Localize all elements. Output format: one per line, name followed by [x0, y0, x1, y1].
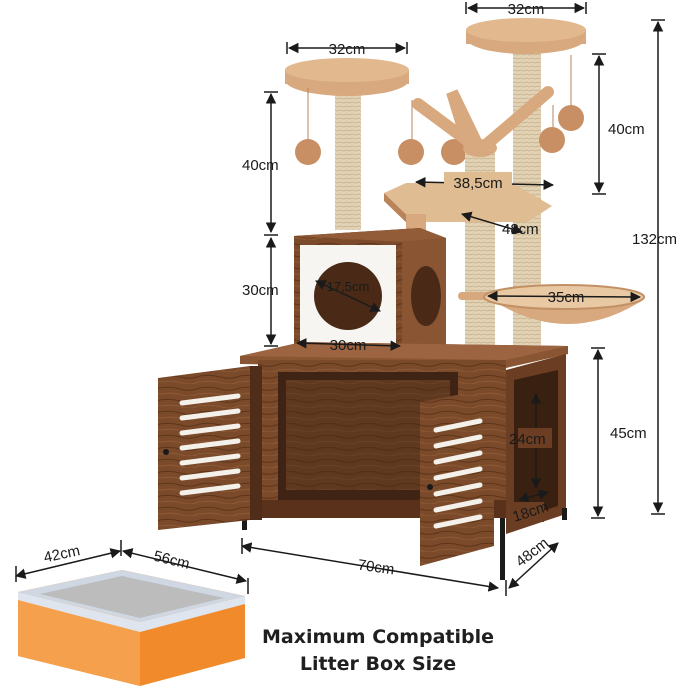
condo-side-hole [411, 266, 441, 326]
dim-litter-length: 56cm [152, 548, 192, 573]
pom-pom-toy [558, 105, 584, 131]
right-door-louvers [433, 418, 483, 529]
dim-cabinet-width: 70cm [357, 557, 396, 579]
dim-side-opening-height: 24cm [509, 431, 546, 448]
cabinet-leg [242, 512, 247, 530]
door-knob [163, 449, 169, 455]
dim-left-post-height: 40cm [242, 157, 279, 174]
dim-bed-depth: 48cm [502, 221, 539, 238]
cabinet-right-door [420, 388, 494, 566]
left-post [335, 88, 361, 230]
dim-bed-width: 38,5cm [453, 175, 502, 192]
caption-line-1: Maximum Compatible [261, 626, 495, 648]
dim-cabinet-height: 45cm [610, 425, 647, 442]
caption-line-2: Litter Box Size [299, 653, 457, 675]
dimension-ticks [15, 2, 665, 596]
pom-pom-toy [398, 139, 424, 165]
dimension-lines [14, 2, 664, 592]
pom-pom-toy [539, 127, 565, 153]
cabinet-left-door [158, 366, 250, 530]
pom-pom-toy [441, 139, 467, 165]
litter-box-caption: Maximum Compatible Litter Box Size [228, 624, 528, 678]
dim-condo-hole: 17,5cm [327, 279, 370, 294]
pom-pom-toy [295, 139, 321, 165]
dim-condo-height: 30cm [242, 282, 279, 299]
dim-left-platform-width: 32cm [329, 41, 366, 58]
cabinet-leg [500, 518, 505, 580]
dim-litter-width: 42cm [42, 542, 81, 566]
dim-top-platform-width: 32cm [508, 1, 545, 18]
left-door-louvers [179, 393, 241, 496]
dim-total-height: 132cm [632, 231, 677, 248]
dim-basket-width: 35cm [548, 289, 585, 306]
dim-condo-width: 30cm [330, 337, 367, 354]
cabinet-leg [562, 508, 567, 520]
litter-sand [40, 576, 224, 618]
dim-right-post-height: 40cm [608, 121, 645, 138]
door-knob [427, 484, 433, 490]
dim-cabinet-depth: 48cm [513, 535, 552, 571]
